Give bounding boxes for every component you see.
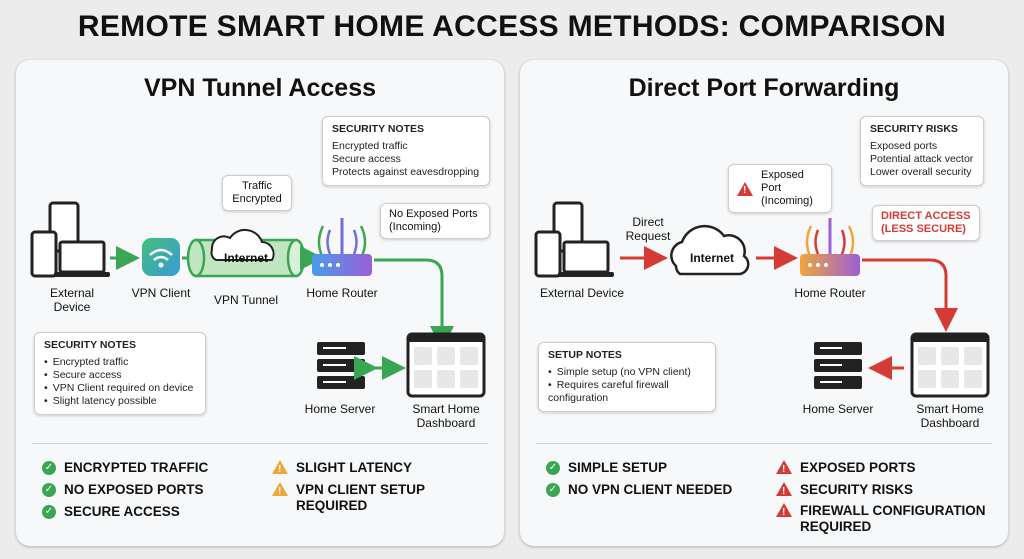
check-icon: ✓ <box>546 483 560 497</box>
check-icon: ✓ <box>546 461 560 475</box>
list-item: Lower overall security <box>870 166 972 178</box>
home-router-label: Home Router <box>306 286 378 300</box>
check-icon: ✓ <box>42 461 56 475</box>
list-item: Potential attack vector <box>870 153 974 165</box>
smart-home-dashboard-icon <box>406 332 486 398</box>
router-icon <box>312 218 372 276</box>
home-server-icon <box>317 342 365 389</box>
check-icon: ✓ <box>42 483 56 497</box>
dashboard-label: Smart Home Dashboard <box>412 402 480 430</box>
pro-item: ✓ENCRYPTED TRAFFIC <box>42 460 208 476</box>
warning-icon <box>776 482 792 500</box>
con-item: VPN CLIENT SETUP REQUIRED <box>272 482 442 514</box>
pro-item: ✓SIMPLE SETUP <box>546 460 667 476</box>
pro-item: ✓SECURE ACCESS <box>42 504 180 520</box>
list-item: Encrypted traffic <box>44 356 196 369</box>
external-device-icon <box>534 201 614 278</box>
security-notes-bottom: SECURITY NOTES Encrypted traffic Secure … <box>34 332 206 415</box>
warning-icon <box>776 503 792 521</box>
con-item: EXPOSED PORTS <box>776 460 916 478</box>
divider <box>32 443 488 444</box>
list-item: Exposed ports <box>870 140 938 152</box>
smart-home-dashboard-icon <box>910 332 990 398</box>
warning-icon <box>737 181 753 197</box>
traffic-encrypted-bubble: Traffic Encrypted <box>222 175 292 211</box>
home-server-icon <box>814 342 862 389</box>
list-item: Secure access <box>332 153 401 165</box>
security-notes-top-title: SECURITY NOTES <box>332 123 424 135</box>
list-item: Protects against eavesdropping <box>332 166 480 178</box>
check-icon: ✓ <box>42 505 56 519</box>
list-item: VPN Client required on device <box>44 382 196 395</box>
list-item: Simple setup (no VPN client) <box>548 366 706 379</box>
list-item: Requires careful firewall configuration <box>548 379 706 405</box>
list-item: Secure access <box>44 369 196 382</box>
vpn-panel: VPN Tunnel Access <box>16 60 504 546</box>
port-forwarding-panel-title: Direct Port Forwarding <box>628 74 900 102</box>
page-title: REMOTE SMART HOME ACCESS METHODS: COMPAR… <box>77 10 947 43</box>
pro-item: ✓NO EXPOSED PORTS <box>42 482 204 498</box>
vpn-panel-title: VPN Tunnel Access <box>143 74 377 102</box>
con-item: FIREWALL CONFIGURATION REQUIRED <box>776 503 986 535</box>
direct-request-label: Direct Request <box>625 215 671 243</box>
router-icon <box>800 218 860 276</box>
external-device-label: External Device <box>49 286 95 314</box>
internet-label: Internet <box>689 251 734 265</box>
warning-icon <box>776 460 792 478</box>
internet-cloud-icon <box>670 224 750 276</box>
vpn-client-icon <box>142 238 180 276</box>
external-device-icon <box>30 201 110 278</box>
port-forwarding-diagram <box>534 201 990 398</box>
exposed-port-bubble: Exposed Port (Incoming) <box>728 164 832 213</box>
security-risks-title: SECURITY RISKS <box>870 123 958 135</box>
con-item: SLIGHT LATENCY <box>272 460 412 478</box>
home-server-label: Home Server <box>304 402 376 416</box>
divider <box>536 443 992 444</box>
setup-notes: SETUP NOTES Simple setup (no VPN client)… <box>538 342 716 412</box>
internet-label: Internet <box>223 251 268 265</box>
vpn-tunnel-label: VPN Tunnel <box>213 293 279 307</box>
pro-item: ✓NO VPN CLIENT NEEDED <box>546 482 732 498</box>
setup-notes-title: SETUP NOTES <box>548 349 622 361</box>
vpn-client-label: VPN Client <box>131 286 191 300</box>
direct-access-bubble: DIRECT ACCESS (LESS SECURE) <box>872 205 980 241</box>
no-exposed-ports-bubble: No Exposed Ports (Incoming) <box>380 203 490 239</box>
home-router-label: Home Router <box>794 286 866 300</box>
dashboard-label: Smart Home Dashboard <box>916 402 984 430</box>
warning-icon <box>272 482 288 500</box>
port-forwarding-panel: Direct Port Forwarding <box>520 60 1008 546</box>
list-item: Encrypted traffic <box>332 140 408 152</box>
external-device-label: External Device <box>539 286 625 300</box>
warning-icon <box>272 460 288 478</box>
vpn-diagram <box>30 201 486 398</box>
security-notes-bottom-title: SECURITY NOTES <box>44 339 136 351</box>
security-notes-top: SECURITY NOTES Encrypted traffic Secure … <box>322 116 490 186</box>
home-server-label: Home Server <box>802 402 874 416</box>
con-item: SECURITY RISKS <box>776 482 913 500</box>
list-item: Slight latency possible <box>44 395 196 408</box>
security-risks-note: SECURITY RISKS Exposed ports Potential a… <box>860 116 984 186</box>
